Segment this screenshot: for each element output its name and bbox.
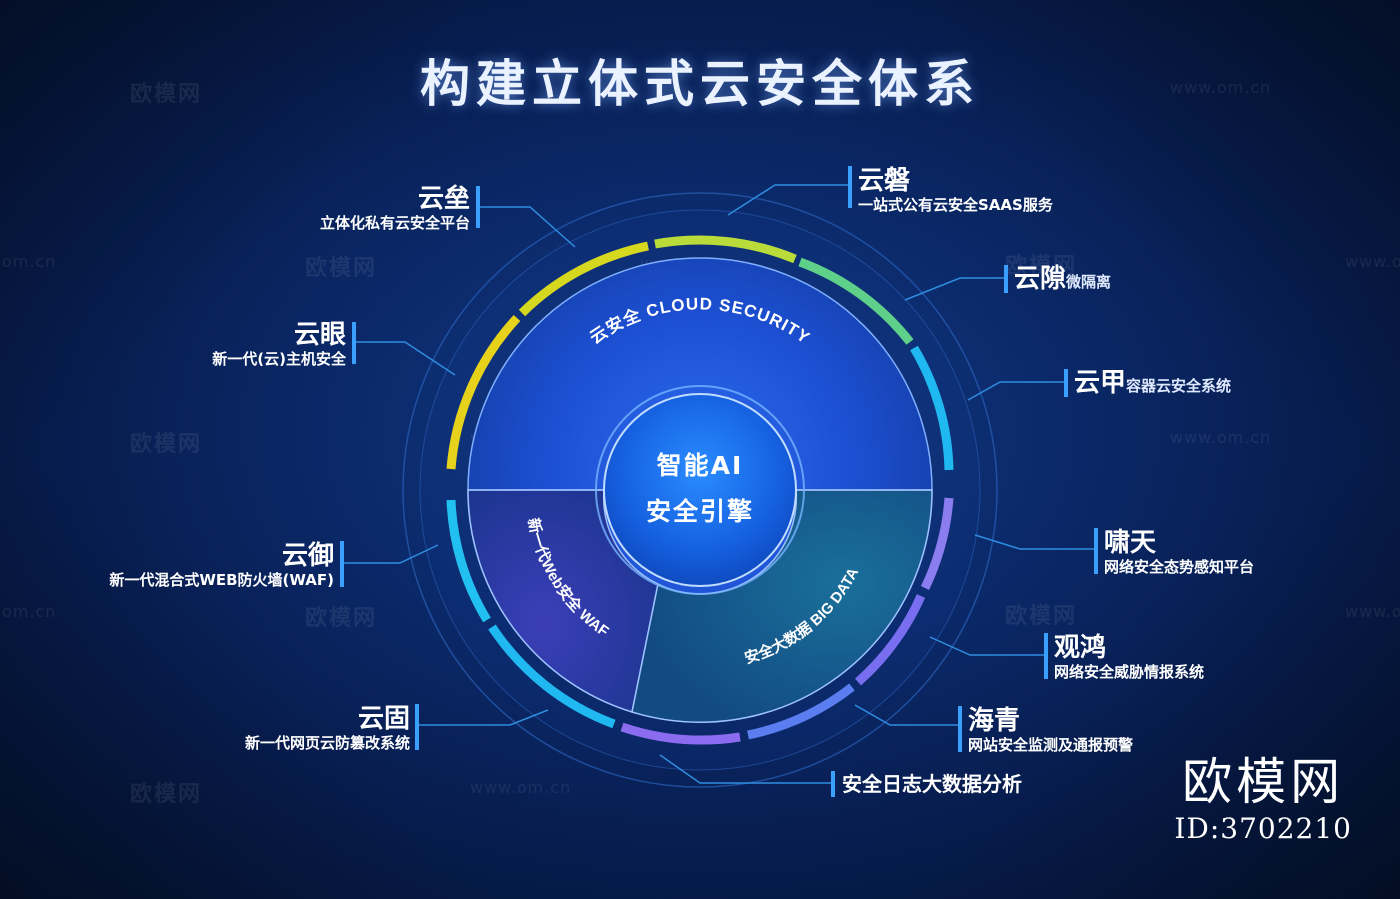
watermark-text: 欧模网	[130, 82, 203, 107]
core-outer-ring	[595, 385, 805, 595]
label-yunyan-desc: 新一代(云)主机安全	[212, 350, 346, 368]
core-subtitle: 安全引擎	[645, 497, 754, 526]
label-yunpan-desc: 一站式公有云安全SAAS服务	[858, 196, 1053, 214]
watermark-text: 欧模网	[130, 432, 203, 457]
watermark-text: 欧模网	[305, 256, 378, 281]
label-yunjia-name: 云甲	[1074, 368, 1127, 398]
watermark-url: www.om.cn	[1345, 602, 1400, 621]
label-guanhong-desc: 网络安全威胁情报系统	[1054, 663, 1205, 681]
brand-watermark: 欧模网 ID:3702210	[1174, 752, 1352, 845]
label-haiqing: 海青 网站安全监测及通报预警	[968, 706, 1133, 754]
watermark-url: www.om.cn	[1345, 252, 1400, 271]
page-title: 构建立体式云安全体系	[420, 55, 980, 113]
label-yunyan-name: 云眼	[293, 320, 346, 350]
label-yunjia-desc: 容器云安全系统	[1126, 377, 1232, 395]
core-title: 智能AI	[656, 451, 744, 480]
waf-sector	[467, 489, 659, 713]
label-xiaotian-name: 啸天	[1104, 528, 1157, 558]
label-guanhong-name: 观鸿	[1054, 633, 1107, 663]
label-haiqing-desc: 网站安全监测及通报预警	[968, 736, 1134, 754]
label-yunyu-desc: 新一代混合式WEB防火墙(WAF)	[109, 571, 334, 589]
segmented-ring	[446, 235, 954, 745]
label-yunyu-name: 云御	[281, 541, 334, 571]
label-yungu-desc: 新一代网页云防篡改系统	[244, 734, 410, 752]
label-yunxi-desc: 微隔离	[1066, 273, 1112, 291]
brand-id: ID:3702210	[1174, 812, 1352, 845]
brand-name: 欧模网	[1182, 753, 1345, 811]
label-yunpan: 云磐 一站式公有云安全SAAS服务	[858, 166, 1053, 214]
label-log: 安全日志大数据分析	[842, 772, 1022, 796]
label-log-desc: 安全日志大数据分析	[842, 772, 1022, 796]
label-yunyu: 云御 新一代混合式WEB防火墙(WAF)	[40, 541, 334, 589]
watermark-text: 欧模网	[1005, 254, 1078, 279]
watermark-url: www.om.cn	[470, 778, 572, 797]
label-yungu-name: 云固	[357, 704, 410, 734]
watermark-text: 欧模网	[305, 606, 378, 631]
label-haiqing-name: 海青	[968, 706, 1021, 736]
label-yunpan-name: 云磐	[858, 166, 911, 196]
label-yunyan: 云眼 新一代(云)主机安全	[150, 320, 346, 368]
outer-ring	[402, 192, 998, 788]
label-yunlei: 云垒 立体化私有云安全平台	[240, 184, 470, 232]
core-circle	[603, 393, 797, 587]
label-yunlei-desc: 立体化私有云安全平台	[319, 214, 470, 232]
watermark-url: om.cn	[2, 252, 57, 271]
label-yunxi-name: 云隙	[1014, 264, 1067, 294]
label-xiaotian: 啸天 网络安全态势感知平台	[1104, 528, 1254, 576]
watermark-url: om.cn	[2, 602, 57, 621]
label-yunxi: 云隙微隔离	[1014, 264, 1111, 294]
watermark-url: www.om.cn	[1170, 428, 1272, 447]
label-guanhong: 观鸿 网络安全威胁情报系统	[1054, 633, 1204, 681]
label-xiaotian-desc: 网络安全态势感知平台	[1104, 558, 1255, 576]
watermark-text: 欧模网	[1005, 604, 1078, 629]
label-yunjia: 云甲容器云安全系统	[1074, 368, 1231, 398]
watermark-text: 欧模网	[130, 782, 203, 807]
watermark-url: www.om.cn	[1170, 78, 1272, 97]
label-accent-bars	[340, 166, 1098, 797]
connector-lines	[343, 184, 1094, 784]
label-yungu: 云固 新一代网页云防篡改系统	[170, 704, 410, 752]
label-yunlei-name: 云垒	[417, 184, 470, 214]
